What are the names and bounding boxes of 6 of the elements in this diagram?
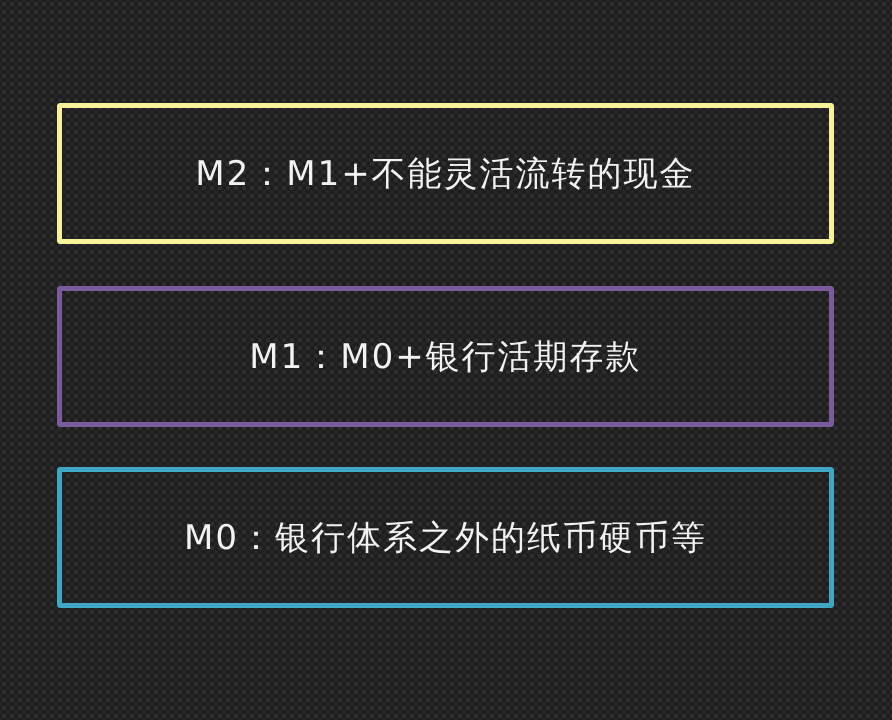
definition-text: M1：M0+银行活期存款 (249, 336, 642, 378)
definition-box (57, 286, 834, 427)
definition-box (57, 103, 834, 244)
definition-box (57, 467, 834, 608)
definition-text: M2：M1+不能灵活流转的现金 (195, 152, 696, 196)
definition-text: M0：银行体系之外的纸币硬币等 (184, 516, 707, 560)
